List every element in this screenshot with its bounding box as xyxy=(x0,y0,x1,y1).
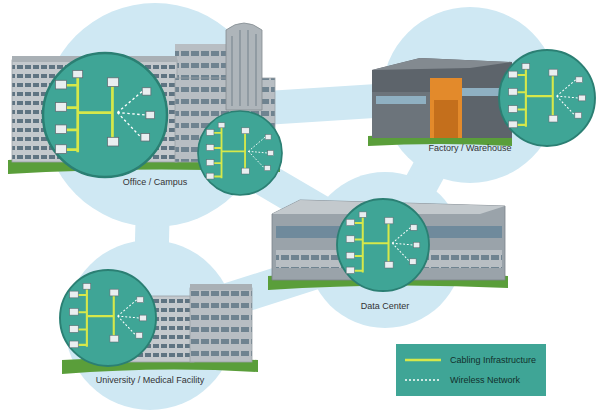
legend-text: Wireless Network xyxy=(450,375,520,385)
legend-sample xyxy=(404,355,442,365)
legend-box: Cabling InfrastructureWireless Network xyxy=(396,344,546,396)
legend-sample xyxy=(404,375,442,385)
network-link-band xyxy=(264,100,385,108)
site-label: Data Center xyxy=(358,300,413,312)
legend-row: Wireless Network xyxy=(404,370,536,390)
site-label: Factory / Warehouse xyxy=(425,142,514,154)
site-label: University / Medical Facility xyxy=(93,374,208,386)
legend-text: Cabling Infrastructure xyxy=(450,355,536,365)
legend-row: Cabling Infrastructure xyxy=(404,350,536,370)
site-label: Office / Campus xyxy=(120,176,190,188)
